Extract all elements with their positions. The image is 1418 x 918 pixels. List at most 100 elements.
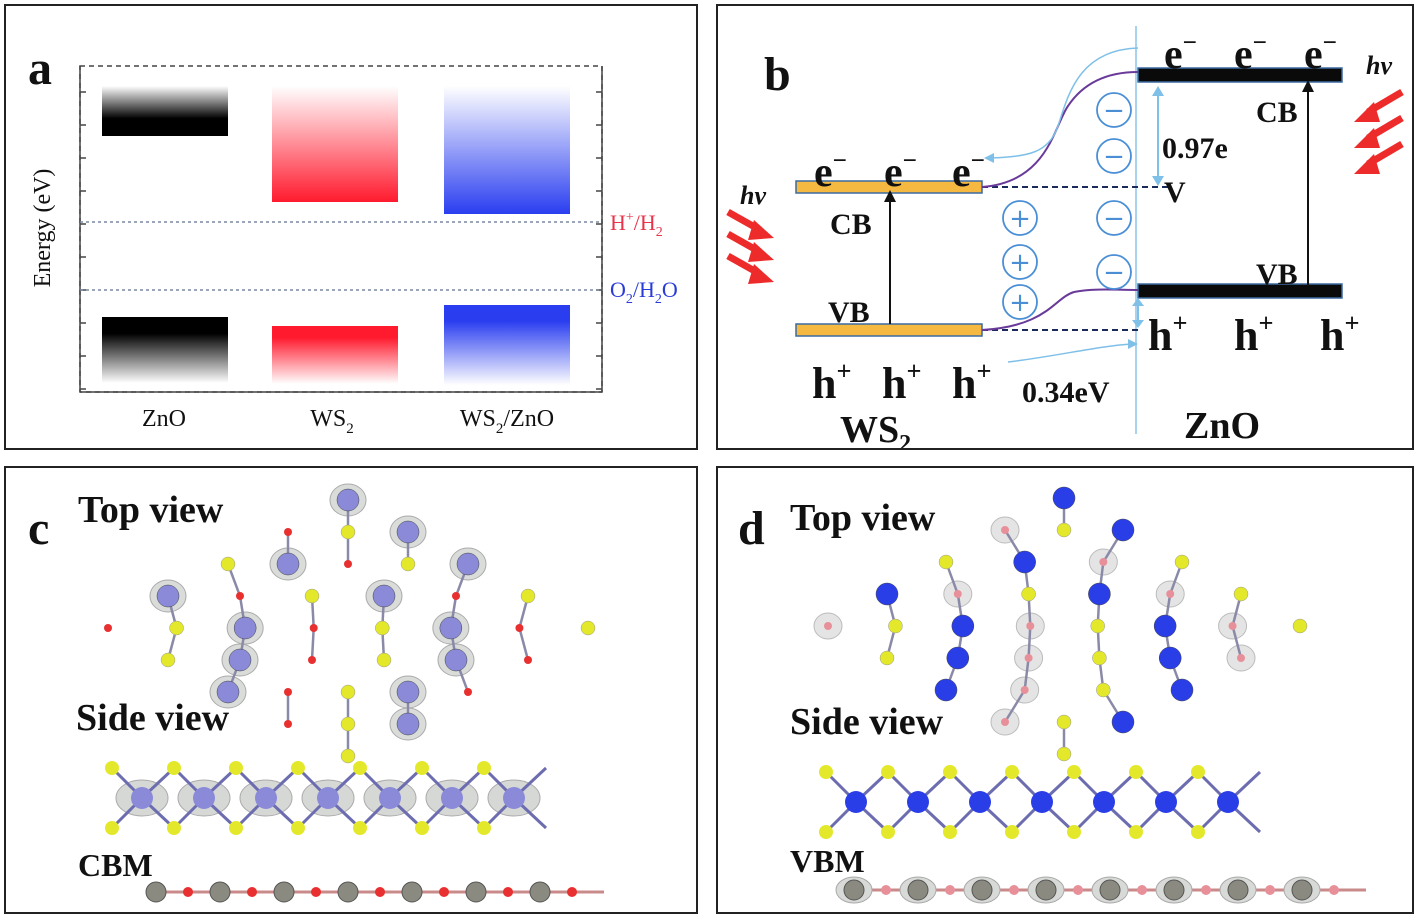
- tungsten-atom: [1217, 791, 1239, 813]
- oxygen-atom: [524, 656, 532, 664]
- zno-layer-side: [835, 876, 1366, 904]
- electron: e−: [814, 147, 847, 196]
- o-ref-label: O2/H2O: [610, 277, 678, 307]
- oxygen-atom: [1024, 654, 1033, 662]
- oxygen-atom: [1201, 885, 1211, 895]
- electron: e−: [884, 147, 917, 196]
- atomic-bond: [1023, 657, 1030, 691]
- sulfur-atom: [400, 556, 416, 572]
- oxygen-atom: [464, 688, 472, 696]
- sulfur-atom: [879, 650, 895, 666]
- zinc-atom: [209, 881, 231, 903]
- tungsten-atom: [439, 616, 463, 640]
- oxygen-atom: [1001, 718, 1009, 726]
- electron: e−: [1234, 29, 1267, 78]
- sulfur-atom: [353, 761, 367, 775]
- ws2-cb-label: CB: [830, 208, 872, 241]
- sulfur-atom: [1090, 618, 1105, 634]
- sulfur-atom: [160, 652, 176, 668]
- hole: h+: [812, 356, 852, 408]
- negative-charge-sign: −: [1103, 258, 1125, 288]
- electron-transfer-arrow: [991, 47, 1139, 159]
- zno-cb-band: [1137, 67, 1343, 83]
- oxygen-atom: [1001, 526, 1009, 534]
- sulfur-atom: [1092, 650, 1107, 666]
- oxygen-atom: [1137, 885, 1147, 895]
- sulfur-atom: [229, 821, 243, 835]
- tungsten-atom: [1170, 678, 1194, 702]
- positive-charge-sign: +: [1009, 248, 1031, 278]
- tungsten-atom: [156, 584, 180, 608]
- sulfur-atom: [1067, 825, 1081, 839]
- side-view-lattice: [105, 761, 548, 835]
- atomic-bond: [1027, 625, 1032, 659]
- sulfur-atom: [888, 618, 903, 634]
- tungsten-atom: [216, 680, 240, 704]
- ws2-material-label: WS2: [840, 409, 911, 448]
- sulfur-atom: [819, 765, 833, 779]
- wsz-vb-bar: [444, 305, 570, 385]
- oxygen-atom: [945, 885, 955, 895]
- panel-a: a Energy (eV) H+/H2 O2/H2O ZnO WS2 WS2/Z…: [4, 4, 698, 450]
- hv-label-right: hv: [1366, 51, 1392, 80]
- tungsten-atom: [934, 678, 958, 702]
- hole: h+: [952, 356, 992, 408]
- charge-transfer-diagram: b +++−−−− hv: [726, 26, 1404, 448]
- tungsten-atom: [951, 614, 975, 638]
- panel-d: d Top view Side view VBM: [716, 466, 1414, 914]
- oxygen-atom: [1020, 686, 1029, 694]
- light-arrows-left: [726, 208, 774, 284]
- sulfur-atom: [167, 821, 181, 835]
- sulfur-atom: [1021, 586, 1036, 602]
- oxygen-atom: [567, 887, 577, 897]
- ws2-vb-band: [795, 323, 983, 337]
- sulfur-atom: [1191, 825, 1205, 839]
- oxygen-atom: [309, 624, 318, 632]
- label-ws2: WS2: [310, 406, 354, 437]
- tungsten-atom: [444, 648, 468, 672]
- oxygen-atom: [503, 887, 513, 897]
- sulfur-atom: [819, 825, 833, 839]
- panel-letter-b: b: [764, 48, 791, 101]
- tungsten-atom: [193, 787, 215, 809]
- light-arrow-head: [748, 264, 774, 284]
- zinc-atom: [1163, 879, 1185, 901]
- cbm-label: CBM: [78, 847, 153, 883]
- tungsten-atom: [396, 520, 420, 544]
- sulfur-atom: [1056, 522, 1072, 538]
- oxygen-atom: [824, 622, 832, 630]
- top-view-label: Top view: [78, 489, 224, 531]
- tungsten-atom: [1111, 518, 1135, 542]
- cb-bending-curve: [981, 71, 1139, 188]
- vbm-structure: d Top view Side view VBM: [738, 486, 1366, 904]
- atomic-bond: [310, 627, 315, 661]
- tungsten-atom: [336, 488, 360, 512]
- atomic-bond: [1231, 625, 1243, 659]
- tungsten-atom: [1031, 791, 1053, 813]
- oxygen-atom: [515, 624, 524, 632]
- sulfur-atom: [229, 761, 243, 775]
- oxygen-atom: [452, 592, 460, 600]
- sulfur-atom: [304, 588, 320, 604]
- zinc-atom: [971, 879, 993, 901]
- zinc-atom: [907, 879, 929, 901]
- sulfur-atom: [376, 652, 392, 668]
- positive-charge: [1002, 244, 1038, 280]
- sulfur-atom: [881, 825, 895, 839]
- positive-charge: [1002, 200, 1038, 236]
- carriers: e−e−e−e−e−e−h+h+h+h+h+h+: [812, 29, 1360, 408]
- sulfur-atom: [220, 556, 236, 572]
- tungsten-atom: [845, 791, 867, 813]
- sulfur-atom: [415, 821, 429, 835]
- ws2-cb-bar: [272, 86, 398, 202]
- light-arrow-head: [748, 220, 774, 240]
- oxygen-atom: [1265, 885, 1275, 895]
- tungsten-atom: [131, 787, 153, 809]
- oxygen-atom: [284, 720, 292, 728]
- atomic-bond: [1003, 689, 1026, 723]
- tungsten-atom: [969, 791, 991, 813]
- top-view-lattice: [104, 483, 596, 764]
- sulfur-atom: [1005, 825, 1019, 839]
- sulfur-atom: [1174, 554, 1190, 570]
- panel-letter-d: d: [738, 502, 765, 555]
